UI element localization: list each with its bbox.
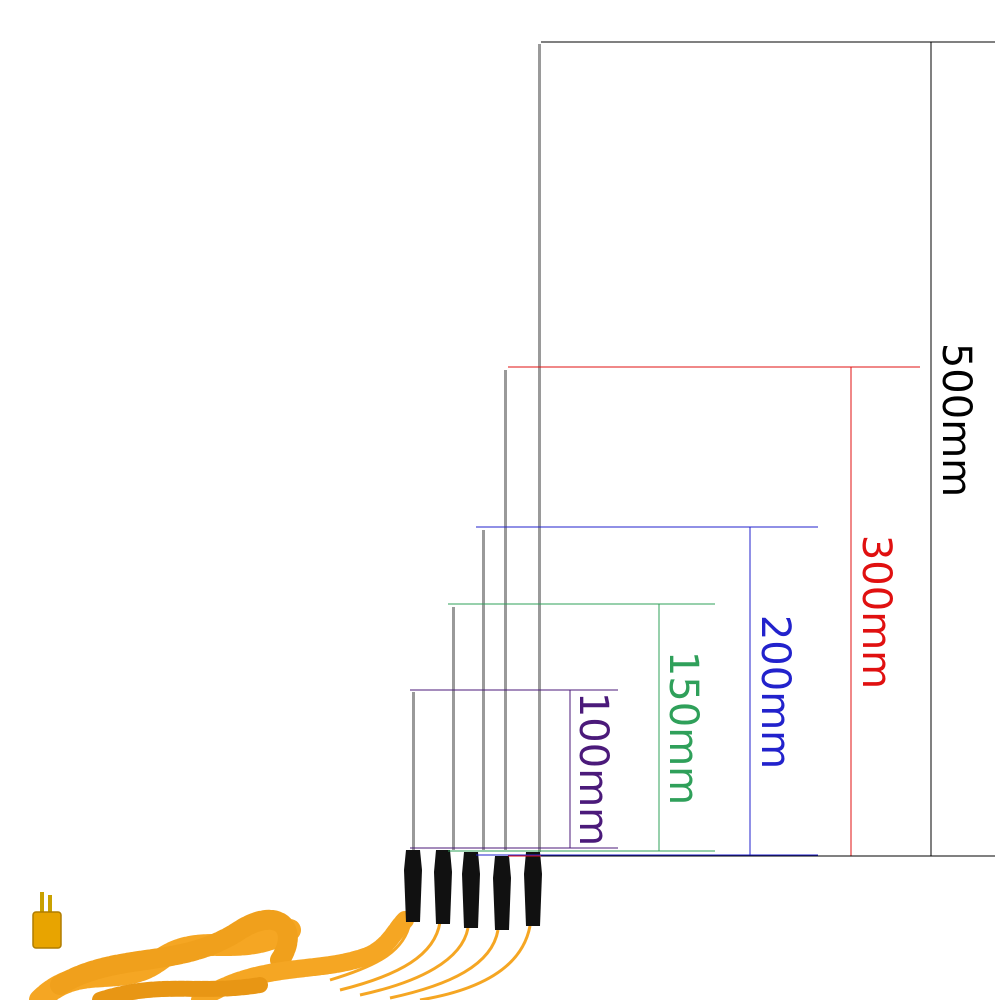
cable-leads	[329, 921, 532, 1000]
probe-handle-200	[462, 852, 480, 928]
probe-rod-150	[452, 607, 455, 850]
cable-lead-1	[329, 921, 412, 982]
dimension-labels: 100mm 150mm 200mm 300mm 500mm	[570, 343, 979, 846]
connector-pin-1	[40, 892, 44, 914]
probe-handle-300	[493, 856, 511, 930]
probe-rod-300	[504, 370, 507, 850]
dimension-lines	[410, 41, 995, 857]
probe-handle-150	[434, 850, 452, 924]
cable-lead-4	[389, 929, 500, 1000]
probe-rod-100	[412, 692, 415, 850]
connector-plug	[32, 892, 62, 949]
dim-label-150: 150mm	[660, 651, 706, 805]
cable-lead-3	[359, 927, 470, 997]
dim-label-200: 200mm	[752, 615, 798, 769]
probe-rod-500	[538, 44, 541, 852]
probe-handle-100	[404, 850, 422, 922]
dim-label-100: 100mm	[570, 692, 616, 846]
dim-label-300: 300mm	[853, 535, 899, 689]
dim-label-500: 500mm	[933, 343, 979, 497]
probe-handle-500	[524, 852, 542, 926]
cable-lead-5	[419, 925, 532, 1000]
cable-coil-bottom	[92, 977, 268, 1000]
coiled-cables	[29, 909, 414, 1000]
connector-body	[32, 911, 62, 949]
connector-pin-2	[48, 895, 52, 915]
cable-coil-mid	[50, 909, 298, 995]
probes	[404, 44, 542, 930]
cable-lead-2	[339, 921, 442, 992]
